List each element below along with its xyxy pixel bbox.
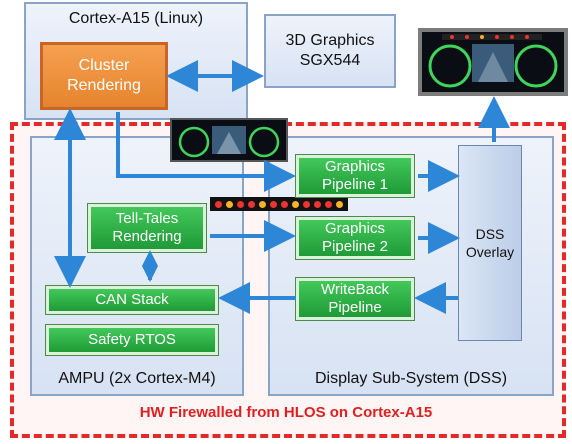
cluster-display-image-large (418, 28, 568, 96)
sgx544-line2: SGX544 (299, 52, 361, 69)
safety-rtos-box: Safety RTOS (46, 325, 218, 355)
dss-title: Display Sub-System (DSS) (314, 370, 508, 387)
cluster-rendering-line1: Cluster (78, 57, 130, 74)
graphics-pipeline-1-box: Graphics Pipeline 1 (296, 155, 414, 197)
dss-overlay-line1: DSS (475, 226, 505, 242)
tell-tale-icon (248, 200, 255, 208)
tell-tale-icon (215, 200, 222, 208)
cortex-a15-title: Cortex-A15 (Linux) (68, 10, 204, 27)
tell-tales-rendering-box: Tell-Tales Rendering (88, 204, 206, 252)
cluster-rendering-box: Cluster Rendering (40, 42, 168, 110)
writeback-pipeline-box: WriteBack Pipeline (296, 278, 414, 320)
sgx544-box: 3D Graphics SGX544 (264, 14, 396, 88)
safety-rtos-label: Safety RTOS (88, 331, 176, 348)
firewall-label: HW Firewalled from HLOS on Cortex-A15 (139, 404, 433, 421)
tell-tale-icon (336, 200, 343, 208)
tell-tales-can-diamond (142, 250, 158, 282)
dss-overlay-box: DSS Overlay (458, 145, 522, 341)
ampu-title: AMPU (2x Cortex-M4) (58, 370, 216, 387)
tell-tale-icon (226, 200, 233, 208)
tell-tale-icon (281, 200, 288, 208)
sgx544-line1: 3D Graphics (285, 32, 375, 49)
tell-tales-line2: Rendering (112, 228, 182, 245)
graphics-pipeline-2-box: Graphics Pipeline 2 (296, 217, 414, 259)
tell-tale-icon (303, 200, 310, 208)
tell-tale-icon (259, 200, 266, 208)
arrow-cluster-gp1 (116, 112, 296, 192)
tell-tale-icon (314, 200, 321, 208)
gp1-line2: Pipeline 1 (322, 176, 388, 193)
writeback-line2: Pipeline (328, 299, 382, 316)
can-stack-label: CAN Stack (95, 291, 169, 308)
dashboard-graphic (422, 32, 564, 92)
gp2-line2: Pipeline 2 (322, 238, 388, 255)
tell-tale-icon (292, 200, 299, 208)
dashboard-small-graphic (172, 120, 286, 160)
tell-tale-icon-strip (210, 197, 348, 211)
tell-tales-line1: Tell-Tales (115, 210, 179, 227)
dss-overlay-line2: Overlay (465, 244, 515, 260)
tell-tale-icon (237, 200, 244, 208)
gp2-line1: Graphics (324, 220, 386, 237)
cluster-display-image-small (170, 118, 288, 162)
gp1-line1: Graphics (324, 158, 386, 175)
tell-tale-icon (325, 200, 332, 208)
cluster-rendering-line2: Rendering (67, 77, 141, 94)
tell-tale-icon (270, 200, 277, 208)
writeback-line1: WriteBack (320, 281, 390, 298)
can-stack-box: CAN Stack (46, 286, 218, 314)
